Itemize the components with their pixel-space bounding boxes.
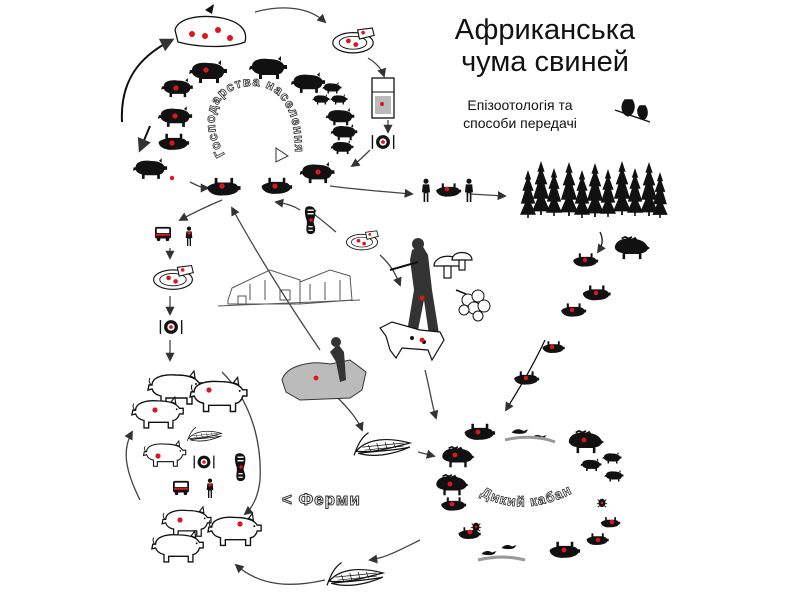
corn-icon bbox=[186, 426, 222, 442]
bird-icon bbox=[481, 550, 497, 556]
wild-boar-cycle bbox=[435, 423, 624, 562]
tick-icon bbox=[470, 522, 482, 532]
pig-icon bbox=[132, 158, 168, 179]
farm-pig-icon bbox=[151, 530, 204, 563]
farm-pig-icon bbox=[207, 512, 262, 547]
diagram-title: Африканська чума свиней bbox=[430, 14, 660, 78]
person-icon bbox=[206, 478, 214, 498]
farm-pig-icon bbox=[131, 396, 184, 429]
meat-icon bbox=[345, 230, 379, 251]
piglet-icon bbox=[602, 452, 622, 464]
plate-icon bbox=[371, 135, 395, 149]
cycle-arrows bbox=[120, 7, 606, 585]
piglet-icon bbox=[604, 470, 624, 482]
plate-icon bbox=[193, 455, 215, 469]
boot-print-icon bbox=[304, 206, 316, 235]
wild-boar-icon bbox=[441, 446, 476, 468]
wild-boar-icon bbox=[567, 430, 605, 454]
corn-icon bbox=[353, 431, 411, 457]
farm-pig-icon bbox=[142, 440, 187, 467]
bird-on-branch-icon bbox=[614, 99, 651, 123]
piglet-icon bbox=[580, 458, 602, 472]
herd-icon bbox=[281, 337, 367, 401]
farms-loop-label: < Ферми bbox=[282, 490, 361, 510]
roast-pig-icon bbox=[174, 4, 247, 48]
pig-icon bbox=[330, 94, 348, 105]
pig-icon bbox=[290, 72, 326, 93]
subtitle-line-1: Епізоотологія та bbox=[467, 97, 573, 113]
pig-icon bbox=[325, 108, 355, 126]
pig-icon bbox=[322, 82, 342, 94]
boot-print-icon bbox=[234, 453, 246, 482]
subtitle-line-2: способи передачі bbox=[463, 115, 577, 131]
tick-icon bbox=[596, 498, 608, 508]
bus-icon bbox=[173, 480, 189, 496]
person-icon bbox=[422, 178, 430, 202]
wild-boar-icon bbox=[435, 474, 470, 496]
meat-icon bbox=[152, 264, 194, 290]
farm-cycle bbox=[131, 370, 262, 563]
title-line-2: чума свиней bbox=[461, 46, 629, 78]
household-label-arrow bbox=[275, 147, 289, 163]
hunting-dog-icon bbox=[379, 321, 445, 362]
pig-icon bbox=[312, 94, 330, 105]
diagram-subtitle: Епізоотологія та способи передачі bbox=[445, 96, 595, 132]
household-cycle bbox=[132, 4, 395, 196]
bird-icon bbox=[501, 544, 517, 550]
mushroom-icon bbox=[433, 251, 473, 279]
wild-boar-icon bbox=[613, 236, 651, 260]
hunter-icon bbox=[389, 238, 440, 342]
household-loop-label: Господарства населення bbox=[203, 74, 307, 161]
title-line-1: Африканська bbox=[454, 14, 636, 46]
berry-icon bbox=[455, 289, 491, 322]
meat-icon bbox=[332, 27, 375, 54]
fridge-icon bbox=[371, 77, 395, 119]
corn-icon bbox=[326, 561, 384, 587]
bird-icon bbox=[511, 429, 529, 434]
pig-icon bbox=[330, 140, 354, 155]
plate-icon bbox=[159, 320, 183, 334]
farm-pig-icon bbox=[161, 506, 212, 537]
wild-boar-chain bbox=[514, 236, 651, 385]
wild-boar-loop-label: Дикий кабан bbox=[479, 481, 575, 509]
pig-icon bbox=[330, 124, 358, 141]
person-icon bbox=[465, 178, 473, 202]
forest-icon bbox=[520, 161, 668, 218]
bus-icon bbox=[155, 226, 171, 242]
farmhouse-icon bbox=[217, 269, 361, 307]
person-icon bbox=[185, 226, 193, 246]
